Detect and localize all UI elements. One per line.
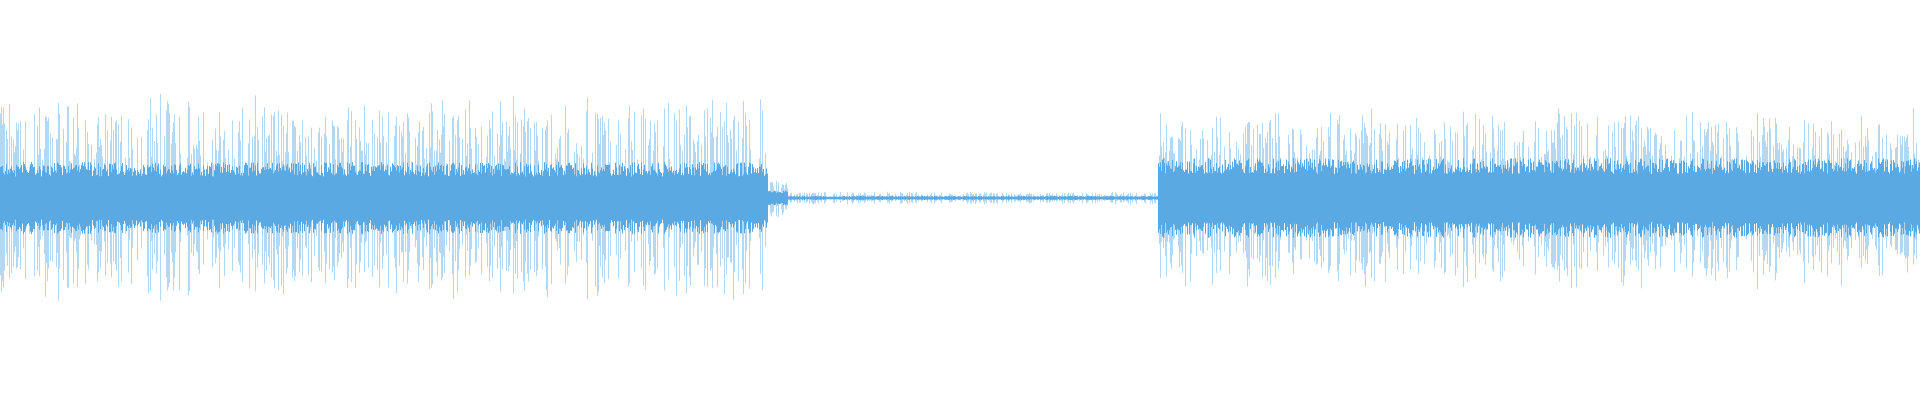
- waveform-view[interactable]: [0, 0, 1920, 400]
- audio-waveform[interactable]: [0, 0, 1920, 400]
